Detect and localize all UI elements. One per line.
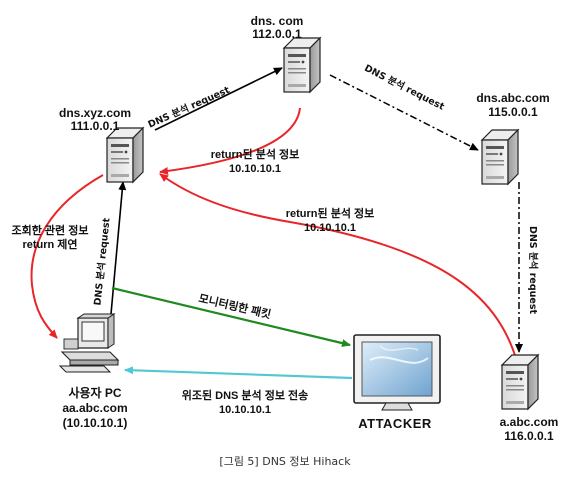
user-pc: 사용자 PC aa.abc.com (10.10.10.1) <box>58 313 128 430</box>
label-pc-to-xyz: DNS 분석 request <box>91 217 112 306</box>
dns-xyz-ip: 111.0.0.1 <box>71 119 120 133</box>
edge-com-return <box>159 107 301 175</box>
figure-caption: [그림 5] DNS 정보 Hihack <box>219 455 351 468</box>
label-xyz-to-pc-2: return 제연 <box>22 237 77 251</box>
edge-xyz-to-pc <box>30 174 104 339</box>
edge-monitor <box>111 286 351 348</box>
user-pc-name: 사용자 PC <box>68 385 121 400</box>
label-com-return-1: return된 분석 정보 <box>211 147 300 161</box>
user-pc-host: aa.abc.com <box>62 401 127 415</box>
edge-xyz-to-com <box>154 67 283 131</box>
computer-icon <box>58 313 120 373</box>
label-a-return-2: 10.10.10.1 <box>304 222 356 234</box>
dns-abc-name: dns.abc.com <box>476 91 549 105</box>
server-a-abc: a.abc.com 116.0.0.1 <box>500 354 559 443</box>
dns-xyz-name: dns.xyz.com <box>59 106 131 120</box>
attacker-label: ATTACKER <box>358 416 432 431</box>
label-a-return-1: return된 분석 정보 <box>286 206 375 220</box>
a-abc-ip: 116.0.0.1 <box>504 429 554 443</box>
server-dns-xyz: dns.xyz.com 111.0.0.1 <box>59 106 144 183</box>
label-xyz-to-pc-1: 조회한 관련 정보 <box>12 223 89 237</box>
server-dns-com: dns. com 112.0.0.1 <box>251 14 321 93</box>
label-xyz-to-com: DNS 분석 request <box>146 84 232 131</box>
a-abc-name: a.abc.com <box>500 415 559 429</box>
label-spoof-1: 위조된 DNS 분석 정보 전송 <box>182 388 309 402</box>
monitor-icon <box>353 334 441 411</box>
label-spoof-2: 10.10.10.1 <box>219 404 271 416</box>
label-abc-to-a: DNS 분석 request <box>527 226 539 315</box>
server-dns-abc: dns.abc.com 115.0.0.1 <box>476 91 550 185</box>
edge-a-return <box>159 173 519 366</box>
label-com-to-abc: DNS 분석 request <box>362 62 446 113</box>
dns-abc-ip: 115.0.0.1 <box>488 105 538 119</box>
user-pc-ip: (10.10.10.1) <box>63 416 128 430</box>
edge-spoof <box>124 366 353 380</box>
dns-com-ip: 112.0.0.1 <box>252 27 302 41</box>
edge-pc-to-xyz <box>109 181 127 326</box>
attacker: ATTACKER <box>353 334 441 431</box>
label-com-return-2: 10.10.10.1 <box>229 163 281 175</box>
edge-com-to-abc <box>329 74 479 151</box>
dns-com-name: dns. com <box>251 14 304 28</box>
